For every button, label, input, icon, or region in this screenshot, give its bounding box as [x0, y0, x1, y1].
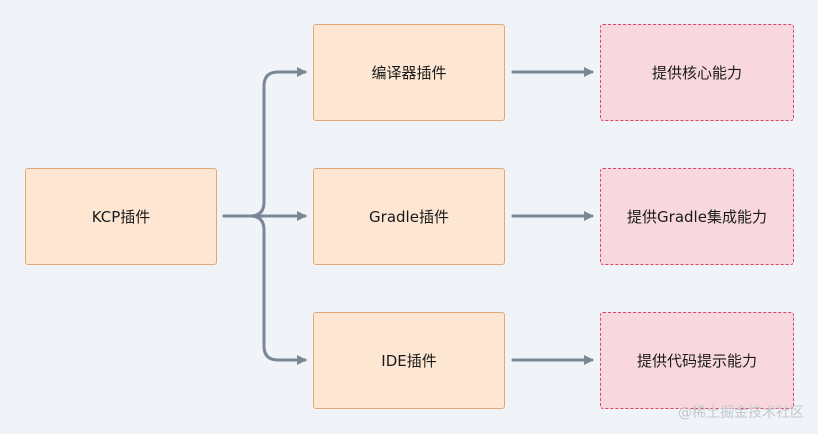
node-core-capability: 提供核心能力: [600, 24, 794, 121]
node-ide-plugin: IDE插件: [313, 312, 505, 409]
watermark-text: @稀土掘金技术社区: [678, 405, 804, 421]
edge-kcp-to-ide: [222, 214, 307, 365]
node-gradle-integration: 提供Gradle集成能力: [600, 168, 794, 265]
node-code-hint: 提供代码提示能力: [600, 312, 794, 409]
edge-kcp-to-compiler: [222, 67, 307, 218]
node-compiler-plugin: 编译器插件: [313, 24, 505, 121]
node-kcp-plugin: KCP插件: [25, 168, 217, 265]
node-gradle-plugin: Gradle插件: [313, 168, 505, 265]
